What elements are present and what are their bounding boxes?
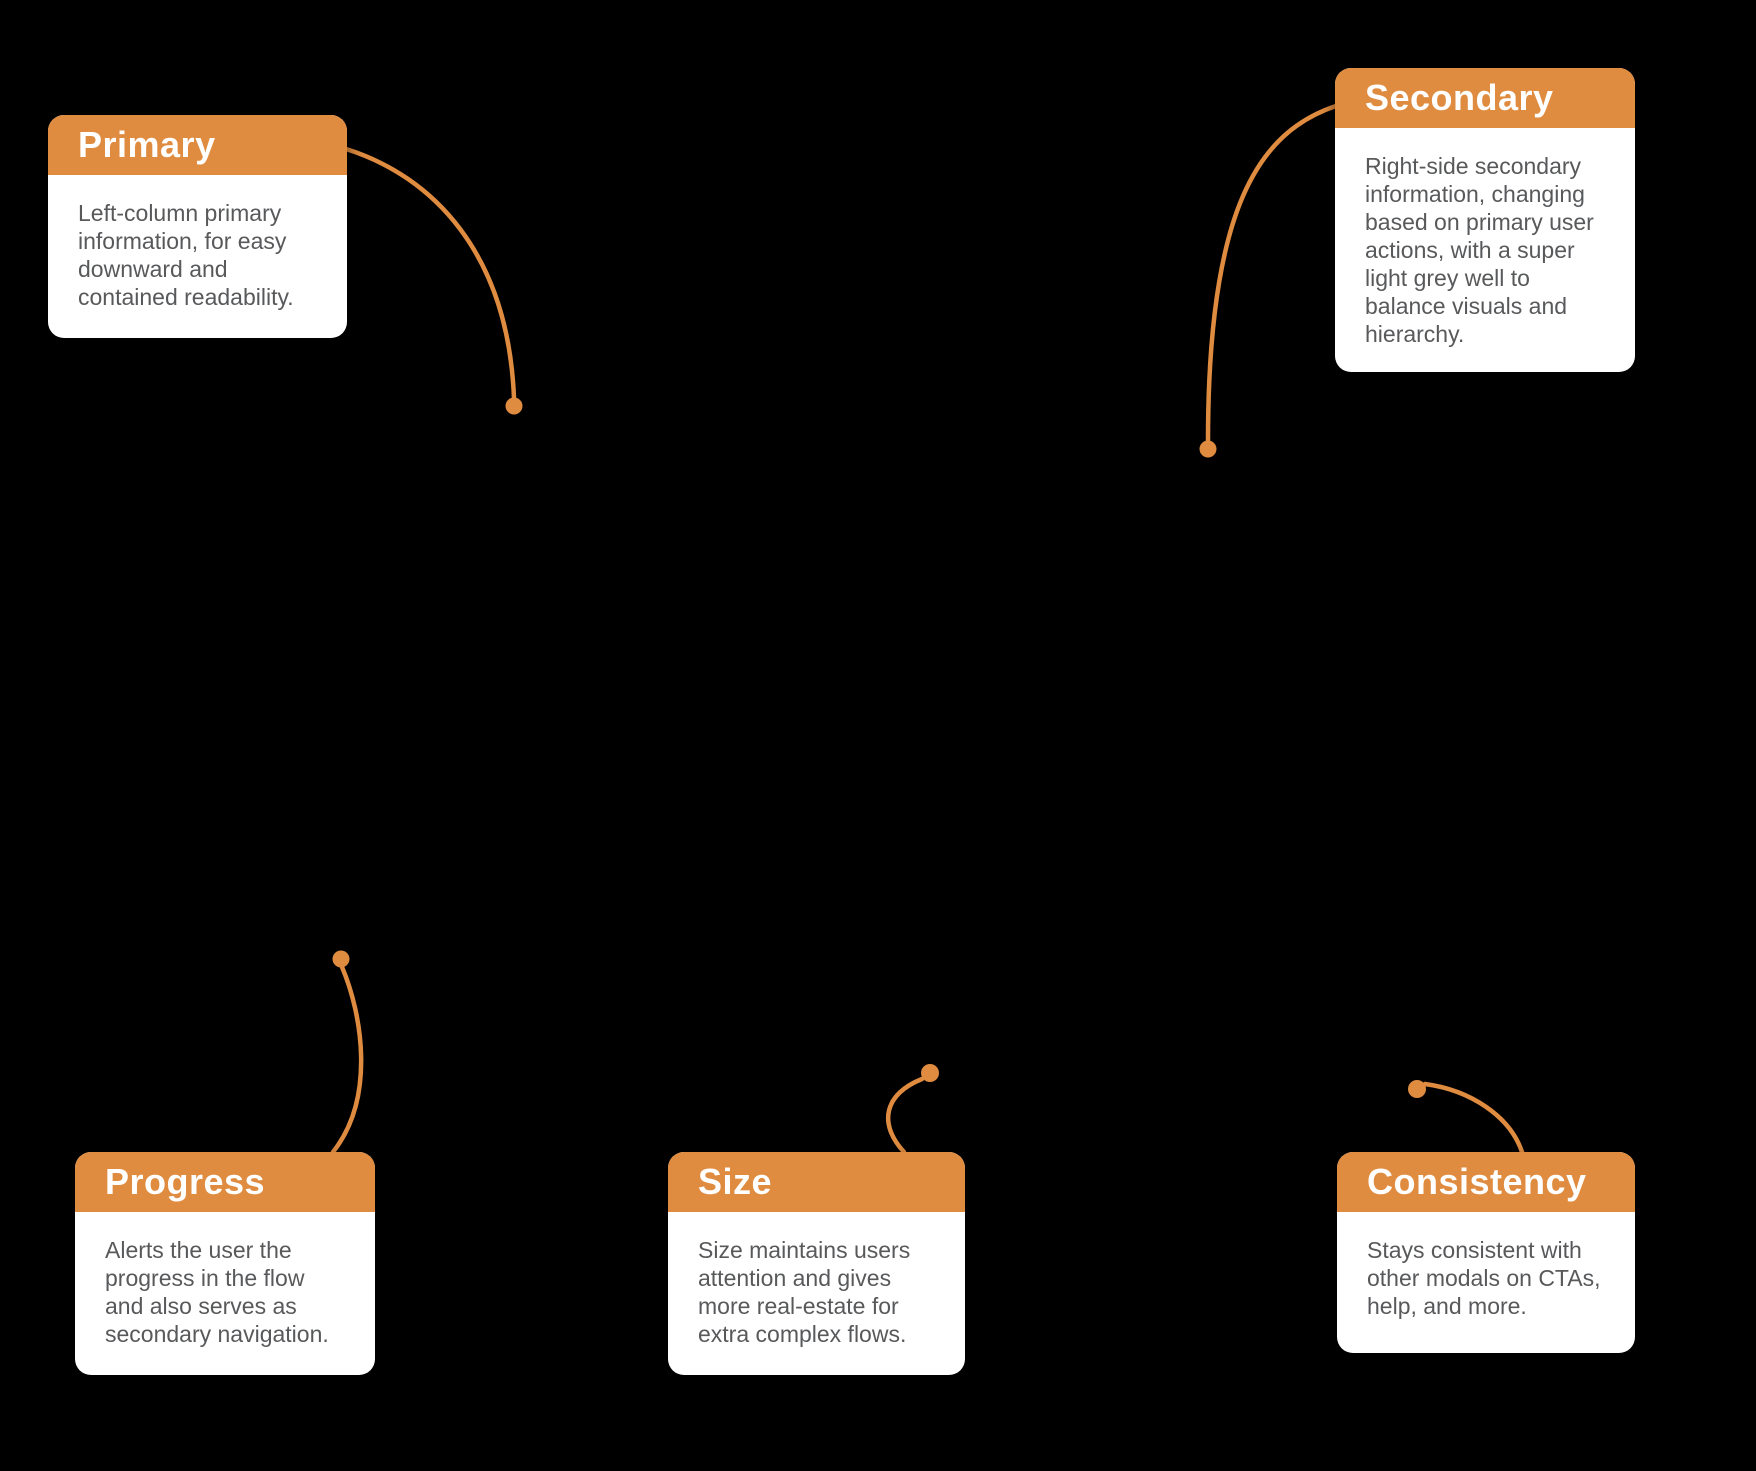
card-title: Consistency	[1367, 1161, 1587, 1202]
card-header: Progress	[75, 1152, 375, 1212]
card-body: Alerts the user the progress in the flow…	[75, 1212, 375, 1348]
annotation-card-progress: Progress Alerts the user the progress in…	[75, 1152, 375, 1375]
annotation-card-size: Size Size maintains users attention and …	[668, 1152, 965, 1375]
connector-line-secondary	[1205, 103, 1339, 444]
connector-line-consistency	[1422, 1081, 1525, 1155]
card-title: Progress	[105, 1161, 266, 1202]
card-description: Right-side secondary information, changi…	[1365, 153, 1594, 347]
card-header: Primary	[48, 115, 347, 175]
card-description: Size maintains users attention and gives…	[698, 1237, 911, 1347]
card-header: Consistency	[1337, 1152, 1635, 1212]
card-description: Left-column primary information, for eas…	[78, 200, 294, 310]
card-body: Stays consistent with other modals on CT…	[1337, 1212, 1635, 1320]
card-description: Alerts the user the progress in the flow…	[105, 1237, 329, 1347]
card-body: Right-side secondary information, changi…	[1335, 128, 1635, 348]
card-header: Size	[668, 1152, 965, 1212]
card-body: Left-column primary information, for eas…	[48, 175, 347, 311]
connector-line-progress	[330, 964, 364, 1155]
connector-line-size	[886, 1076, 925, 1155]
connector-dot-secondary	[1199, 440, 1217, 458]
card-title: Secondary	[1365, 77, 1554, 118]
annotation-card-consistency: Consistency Stays consistent with other …	[1337, 1152, 1635, 1353]
card-description: Stays consistent with other modals on CT…	[1367, 1237, 1601, 1319]
card-body: Size maintains users attention and gives…	[668, 1212, 965, 1348]
connector-line-primary	[343, 146, 517, 401]
connector-dot-primary	[505, 397, 523, 415]
card-title: Primary	[78, 124, 216, 165]
connector-dot-progress	[332, 950, 350, 968]
annotation-card-primary: Primary Left-column primary information,…	[48, 115, 347, 338]
annotation-card-secondary: Secondary Right-side secondary informati…	[1335, 68, 1635, 372]
card-title: Size	[698, 1161, 773, 1202]
connector-dot-consistency	[1408, 1080, 1426, 1098]
card-header: Secondary	[1335, 68, 1635, 128]
connector-dot-size	[921, 1064, 939, 1082]
